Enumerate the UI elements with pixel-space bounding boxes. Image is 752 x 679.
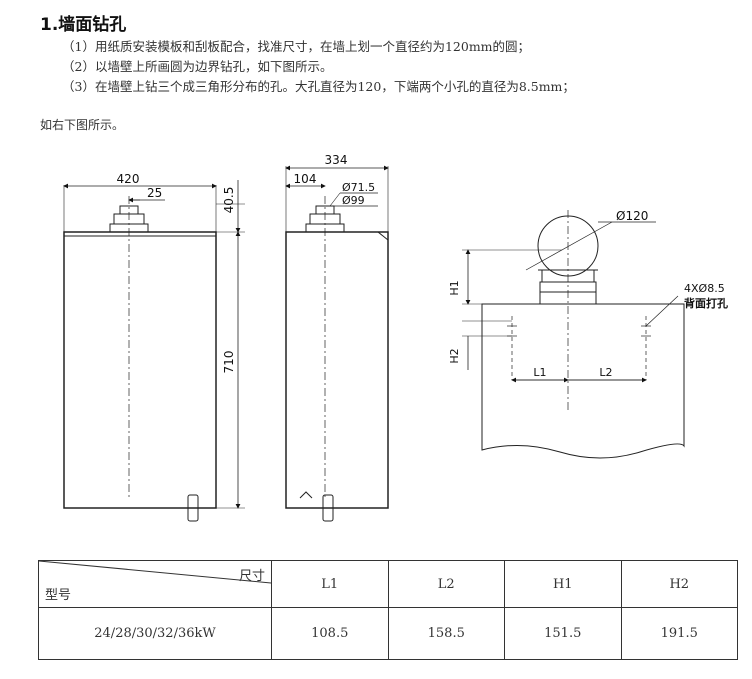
value-h2: 191.5 [620, 607, 738, 660]
value-l2: 158.5 [387, 607, 505, 660]
hole-diameter-label: Ø120 [616, 209, 648, 223]
depth-label: 334 [325, 153, 348, 167]
front-view [63, 180, 245, 522]
diameter-71-label: Ø71.5 [342, 181, 375, 194]
step-2: （2）以墙壁上所画圆为边界钻孔，如下图所示。 [62, 59, 333, 74]
offset-label: 25 [147, 186, 162, 200]
side-offset-label: 104 [294, 172, 317, 186]
screw-hole-label: 4XØ8.5 [684, 282, 725, 295]
column-h1: H1 [504, 560, 622, 608]
step-3: （3）在墙壁上钻三个成三角形分布的孔。大孔直径为120，下端两个小孔的直径为8.… [62, 79, 575, 94]
value-h1: 151.5 [504, 607, 622, 660]
header-model: 型号 [45, 588, 72, 603]
width-label: 420 [117, 172, 140, 186]
table-row: 24/28/30/32/36kW 108.5 158.5 151.5 191.5 [38, 607, 738, 660]
table-header-row: 尺寸 型号 L1 L2 H1 H2 [38, 560, 738, 608]
section-title: 1.墙面钻孔 [40, 15, 127, 35]
step-1: （1）用纸质安装模板和刮板配合，找准尺寸，在墙上划一个直径约为120mm的圆； [62, 39, 531, 54]
top-gap-label: 40.5 [222, 187, 236, 214]
model-cell: 24/28/30/32/36kW [38, 607, 272, 660]
table-corner-cell: 尺寸 型号 [38, 560, 272, 608]
installation-drawing: 420 25 40.5 710 334 104 Ø71.5 Ø99 [63, 153, 728, 522]
side-view [285, 165, 389, 522]
diameter-99-label: Ø99 [342, 194, 365, 207]
figure-note: 如右下图所示。 [40, 118, 125, 132]
l2-label: L2 [599, 366, 612, 379]
wall-view [462, 210, 685, 459]
header-dimension: 尺寸 [238, 569, 265, 584]
value-l1: 108.5 [271, 607, 389, 660]
screw-note-label: 背面打孔 [684, 296, 728, 310]
h1-label: H1 [448, 280, 461, 295]
dimension-table: 尺寸 型号 L1 L2 H1 H2 24/28/30/32/36kW 108.5… [38, 560, 738, 660]
column-l1: L1 [271, 560, 389, 608]
height-label: 710 [222, 351, 236, 374]
column-h2: H2 [620, 560, 738, 608]
column-l2: L2 [387, 560, 505, 608]
h2-label: H2 [448, 348, 461, 363]
l1-label: L1 [533, 366, 546, 379]
